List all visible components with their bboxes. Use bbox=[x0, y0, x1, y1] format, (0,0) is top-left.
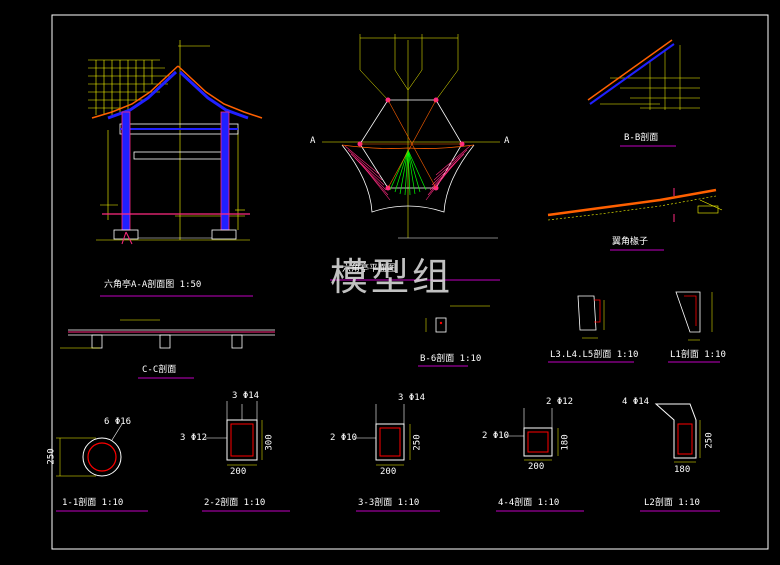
s44-height-dim: 180 bbox=[560, 434, 571, 451]
plan-mark-left: A bbox=[310, 136, 316, 146]
l1-section bbox=[675, 291, 713, 341]
s44-side-rebar: 2 Φ10 bbox=[482, 431, 510, 441]
l2-top-rebar: 4 Φ14 bbox=[622, 397, 650, 407]
b6-section bbox=[425, 305, 490, 333]
sheet-border bbox=[51, 14, 769, 550]
s33-section bbox=[354, 404, 411, 466]
s11-section bbox=[56, 423, 123, 477]
s22-width-dim: 200 bbox=[230, 467, 247, 477]
rafter-detail bbox=[547, 188, 723, 222]
s44-title: 4-4剖面 1:10 bbox=[498, 498, 560, 508]
s44-width-dim: 200 bbox=[528, 462, 545, 472]
s33-side-rebar: 2 Φ10 bbox=[330, 433, 358, 443]
s22-side-rebar: 3 Φ12 bbox=[180, 433, 208, 443]
l2-width-dim: 180 bbox=[674, 465, 691, 475]
rafter-title: 翼角椽子 bbox=[612, 237, 649, 247]
s22-height-dim: 300 bbox=[264, 434, 275, 451]
s11-ring-rebar: 6 Φ16 bbox=[104, 417, 132, 427]
s11-title: 1-1剖面 1:10 bbox=[62, 498, 124, 508]
bb-title: B-B剖面 bbox=[624, 133, 659, 143]
s44-top-rebar: 2 Φ12 bbox=[546, 397, 574, 407]
s44-section bbox=[504, 408, 559, 461]
b6-title: B-6剖面 1:10 bbox=[420, 354, 482, 364]
l3l4l5-section bbox=[577, 295, 605, 339]
bb-section bbox=[587, 39, 700, 110]
s33-width-dim: 200 bbox=[380, 467, 397, 477]
plan-mark-right: A bbox=[504, 136, 510, 146]
plan-title: 六角亭平面图 bbox=[342, 264, 397, 274]
l2-section bbox=[654, 403, 701, 463]
l2-title: L2剖面 1:10 bbox=[644, 498, 700, 508]
s22-title: 2-2剖面 1:10 bbox=[204, 498, 266, 508]
hex-pavilion-section bbox=[88, 40, 263, 245]
cc-section bbox=[60, 319, 275, 349]
plan-view bbox=[322, 34, 500, 239]
watermark: 模型组 bbox=[330, 255, 454, 299]
s33-height-dim: 250 bbox=[412, 434, 423, 451]
l3l4l5-title: L3.L4.L5剖面 1:10 bbox=[550, 350, 639, 360]
s22-section bbox=[205, 401, 263, 466]
s33-title: 3-3剖面 1:10 bbox=[358, 498, 420, 508]
cc-title: C-C剖面 bbox=[142, 365, 177, 375]
hex-section-title: 六角亭A-A剖面图 1:50 bbox=[104, 280, 202, 290]
l1-title: L1剖面 1:10 bbox=[670, 350, 726, 360]
s33-top-rebar: 3 Φ14 bbox=[398, 393, 426, 403]
s11-height-dim: 250 bbox=[46, 448, 57, 465]
l2-height-dim: 250 bbox=[704, 432, 715, 449]
s22-top-rebar: 3 Φ14 bbox=[232, 391, 260, 401]
